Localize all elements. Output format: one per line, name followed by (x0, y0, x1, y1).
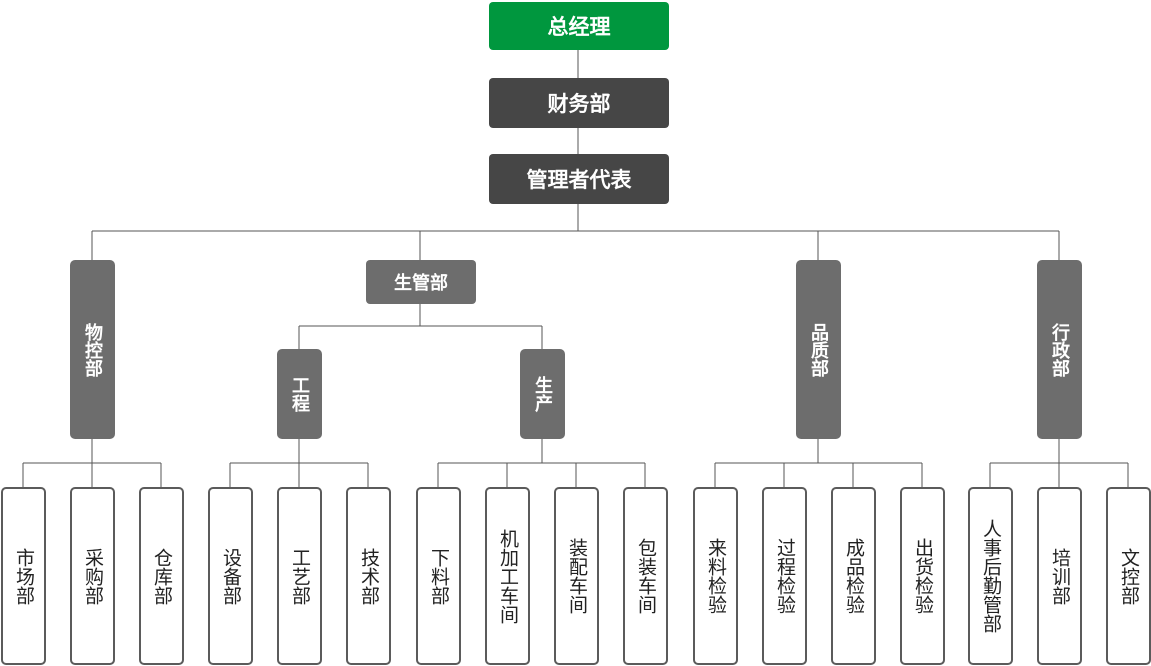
leaf-node: 机加工车间 (485, 487, 530, 665)
leaf-node: 技术部 (346, 487, 391, 665)
leaf-node: 人事后勤管部 (968, 487, 1013, 665)
leaf-node: 出货检验 (900, 487, 945, 665)
production-management-node: 生管部 (366, 260, 476, 304)
leaf-node: 成品检验 (831, 487, 876, 665)
management-rep-node: 管理者代表 (489, 154, 669, 204)
leaf-node: 来料检验 (693, 487, 738, 665)
finance-node: 财务部 (489, 78, 669, 128)
leaf-node: 装配车间 (554, 487, 599, 665)
leaf-node: 下料部 (416, 487, 461, 665)
general-manager-node: 总经理 (489, 2, 669, 50)
production-node: 生产 (520, 349, 565, 439)
material-control-node: 物控部 (70, 260, 115, 439)
admin-node: 行政部 (1037, 260, 1082, 439)
leaf-node: 包装车间 (623, 487, 668, 665)
leaf-node: 工艺部 (277, 487, 322, 665)
leaf-node: 仓库部 (139, 487, 184, 665)
leaf-node: 过程检验 (762, 487, 807, 665)
leaf-node: 设备部 (208, 487, 253, 665)
quality-node: 品质部 (796, 260, 841, 439)
leaf-node: 采购部 (70, 487, 115, 665)
leaf-node: 文控部 (1106, 487, 1151, 665)
engineering-node: 工程 (277, 349, 322, 439)
leaf-node: 市场部 (1, 487, 46, 665)
leaf-node: 培训部 (1037, 487, 1082, 665)
